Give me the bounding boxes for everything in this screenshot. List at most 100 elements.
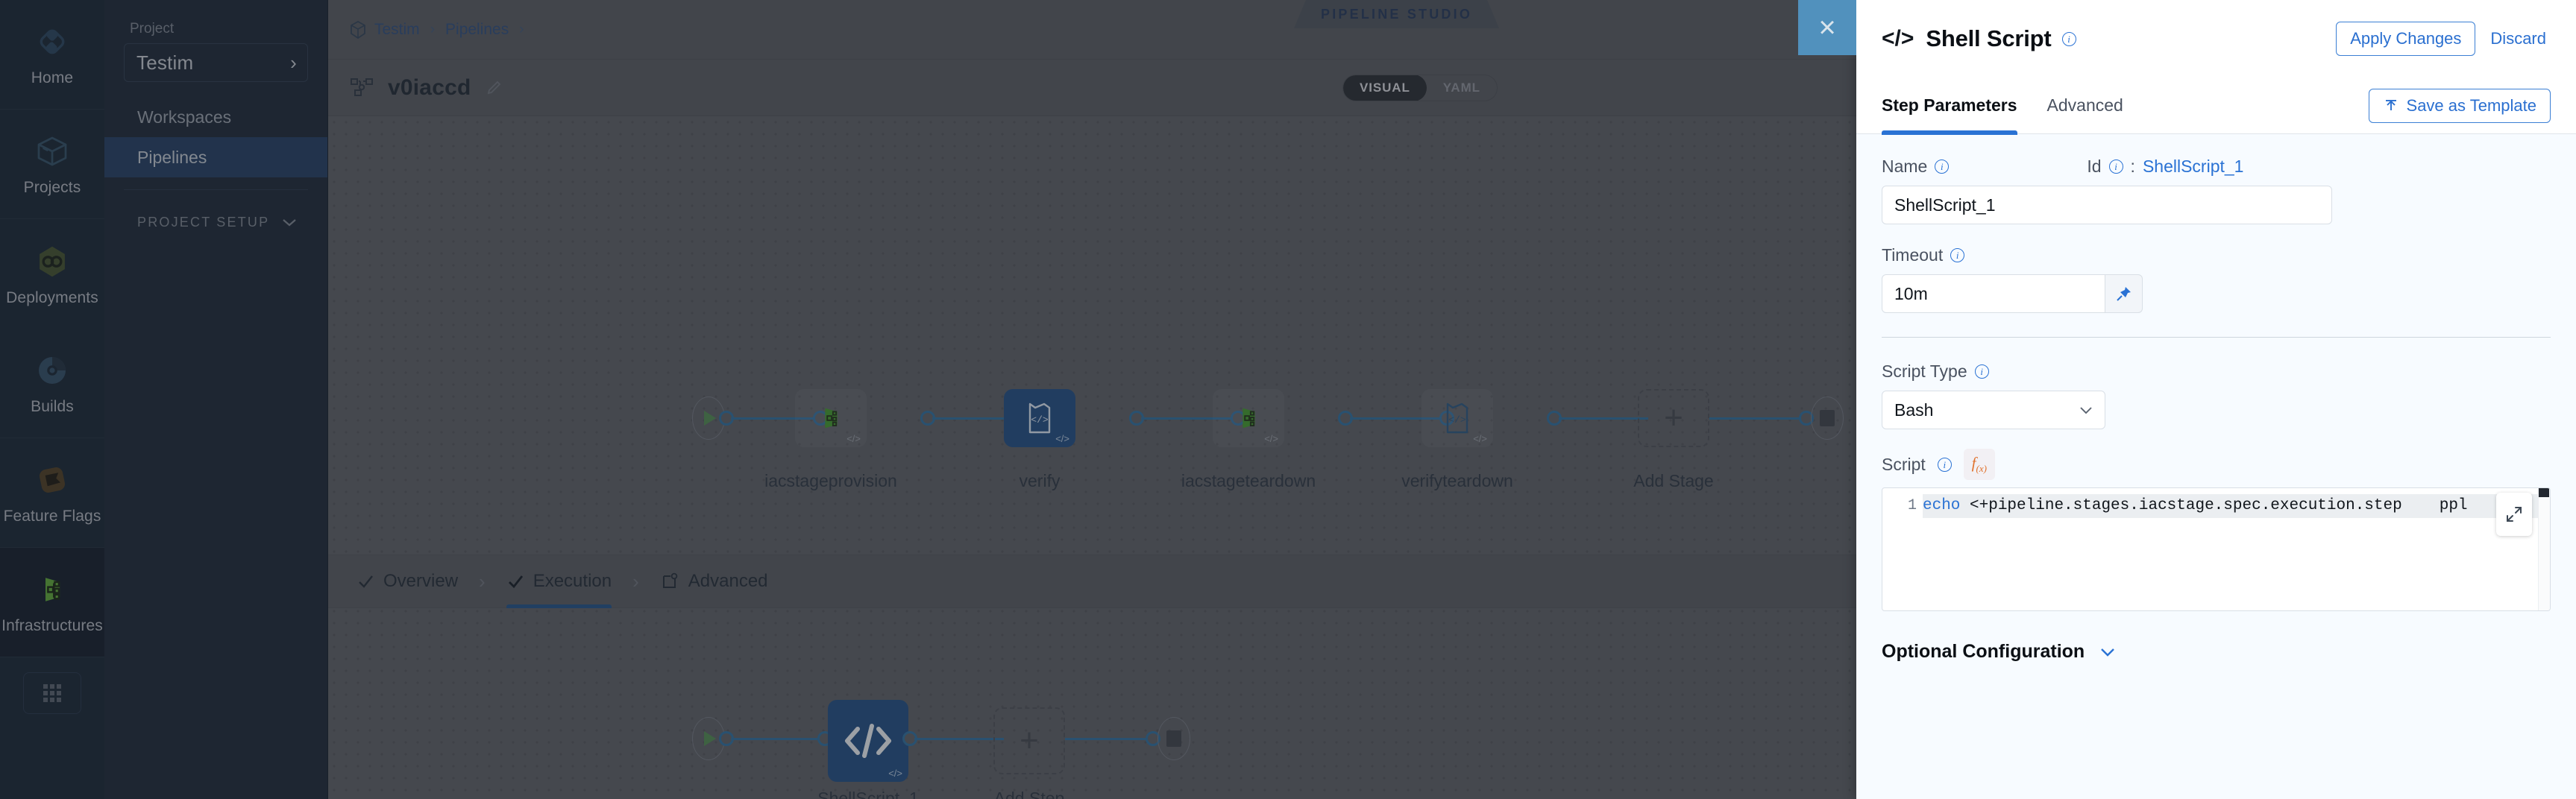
primary-nav-rail: Home Projects Deployments [0, 0, 104, 799]
view-mode-toggle[interactable]: VISUAL YAML [1342, 75, 1498, 101]
infinity-hex-icon [40, 246, 65, 277]
stage-node-label: verify [1019, 471, 1061, 490]
id-label: Id [2087, 157, 2102, 176]
drawer-title: Shell Script [1926, 25, 2052, 51]
timeout-input[interactable]: 10m [1882, 274, 2105, 313]
tab-label: Advanced [688, 571, 768, 591]
apply-changes-button[interactable]: Apply Changes [2336, 22, 2476, 56]
info-icon[interactable]: i [2061, 31, 2076, 46]
project-selector-value: Testim [136, 51, 194, 74]
project-sidebar: Project Testim › Workspaces Pipelines PR… [104, 0, 328, 799]
stage-node-verify[interactable]: </> </> [1004, 389, 1075, 447]
code-badge-icon: </> [888, 768, 902, 779]
pipeline-end-node[interactable] [1811, 397, 1844, 440]
tab-step-parameters[interactable]: Step Parameters [1882, 78, 2017, 135]
code-brackets-icon: </> [1882, 26, 1914, 51]
project-label: Project [130, 21, 175, 37]
info-icon[interactable]: i [1950, 248, 1965, 262]
optional-configuration-toggle[interactable]: Optional Configuration [1882, 641, 2551, 663]
script-label: Script [1882, 454, 1926, 474]
info-icon[interactable]: i [1935, 160, 1950, 174]
sidebar-item-pipelines[interactable]: Pipelines [104, 137, 327, 177]
expand-editor-button[interactable] [2496, 493, 2532, 536]
tab-advanced[interactable]: Advanced [660, 555, 768, 608]
save-as-template-button[interactable]: Save as Template [2368, 88, 2551, 123]
rail-item-home[interactable]: Home [0, 0, 104, 110]
id-separator: : [2130, 157, 2135, 176]
tab-advanced[interactable]: Advanced [2046, 95, 2123, 115]
edge [1709, 417, 1806, 420]
rail-item-label: Home [31, 69, 74, 87]
script-label-row: Script i f(x) [1882, 449, 2551, 480]
pipeline-studio-tag: PIPELINE STUDIO [1294, 0, 1499, 28]
close-drawer-button[interactable]: × [1798, 0, 1856, 55]
code-badge-icon: </> [846, 433, 861, 444]
drawer-tab-bar: Step Parameters Advanced Save as Templat… [1856, 78, 2576, 135]
script-fx-button[interactable]: f(x) [1963, 449, 1995, 480]
chevron-down-icon [2101, 648, 2115, 657]
discard-button[interactable]: Discard [2490, 29, 2546, 48]
rail-item-label: Infrastructures [1, 617, 103, 635]
pipeline-icon [351, 78, 373, 96]
breadcrumb-separator: › [519, 21, 524, 37]
code-badge-icon: </> [1055, 433, 1069, 444]
id-value[interactable]: ShellScript_1 [2142, 157, 2244, 176]
script-type-select[interactable]: Bash [1882, 391, 2105, 429]
breadcrumb-link-project[interactable]: Testim [374, 20, 420, 38]
name-input[interactable]: ShellScript_1 [1882, 186, 2332, 224]
advanced-gear-icon [662, 572, 678, 588]
editor-scrollbar[interactable] [2538, 488, 2550, 610]
add-step-button[interactable]: + [993, 707, 1065, 774]
rail-item-label: Feature Flags [3, 508, 101, 525]
optional-configuration-label: Optional Configuration [1882, 641, 2085, 662]
info-icon[interactable]: i [1937, 457, 1952, 472]
execution-end-node[interactable] [1157, 717, 1190, 760]
code-brackets-icon [845, 724, 891, 758]
edge [1350, 417, 1447, 420]
breadcrumb-link-pipelines[interactable]: Pipelines [445, 20, 509, 38]
stage-node-label: iacstageprovision [764, 471, 897, 490]
script-editor[interactable]: 1 echo <+pipeline.stages.iacstage.spec.e… [1882, 487, 2551, 611]
close-icon: × [1818, 11, 1836, 44]
script-type-value: Bash [1894, 400, 1934, 420]
edge [1559, 417, 1648, 420]
step-node-shellscript-1[interactable]: </> [828, 700, 908, 782]
rail-item-infrastructures[interactable]: Infrastructures [0, 548, 104, 657]
fx-icon: f(x) [1971, 453, 1987, 475]
add-stage-button[interactable]: + [1638, 389, 1709, 447]
edge [1065, 738, 1153, 740]
custom-stage-icon: </> [1028, 402, 1051, 434]
script-type-label-row: Script Type i [1882, 361, 2551, 382]
info-icon[interactable]: i [1974, 364, 1989, 379]
stage-node-verifyteardown[interactable]: </> </> [1421, 389, 1493, 447]
rail-item-projects[interactable]: Projects [0, 110, 104, 219]
stage-node-iacstageteardown[interactable]: </> [1213, 389, 1284, 447]
editor-code-line[interactable]: echo <+pipeline.stages.iacstage.spec.exe… [1923, 494, 2550, 518]
script-type-label: Script Type [1882, 361, 1967, 381]
rail-item-deployments[interactable]: Deployments [0, 219, 104, 329]
tab-overview[interactable]: Overview [356, 555, 458, 608]
save-as-template-label: Save as Template [2406, 95, 2536, 115]
project-selector[interactable]: Testim › [124, 43, 308, 82]
drawer-body: Name i Id i : ShellScript_1 ShellScript_… [1856, 134, 2576, 799]
plus-icon: + [1664, 400, 1683, 437]
tab-execution[interactable]: Execution [506, 555, 612, 608]
stage-node-iacstageprovision[interactable]: </> [795, 389, 867, 447]
edge [731, 417, 820, 420]
info-icon[interactable]: i [2108, 160, 2123, 174]
rail-item-label: Builds [31, 398, 74, 416]
upload-template-icon [2385, 99, 2396, 110]
toggle-option-visual[interactable]: VISUAL [1343, 75, 1427, 101]
pencil-icon[interactable] [484, 78, 503, 98]
sidebar-section-project-setup[interactable]: PROJECT SETUP [104, 202, 327, 242]
play-icon [704, 411, 716, 426]
toggle-option-yaml[interactable]: YAML [1442, 80, 1480, 95]
chevron-right-icon: › [632, 569, 639, 593]
apps-grid-button[interactable] [23, 672, 81, 714]
play-icon [704, 731, 716, 746]
rail-item-builds[interactable]: Builds [0, 329, 104, 438]
sidebar-item-workspaces[interactable]: Workspaces [104, 97, 327, 137]
editor-scrollbar-thumb[interactable] [2539, 488, 2549, 497]
rail-item-feature-flags[interactable]: Feature Flags [0, 438, 104, 548]
timeout-pin-button[interactable] [2105, 274, 2143, 313]
